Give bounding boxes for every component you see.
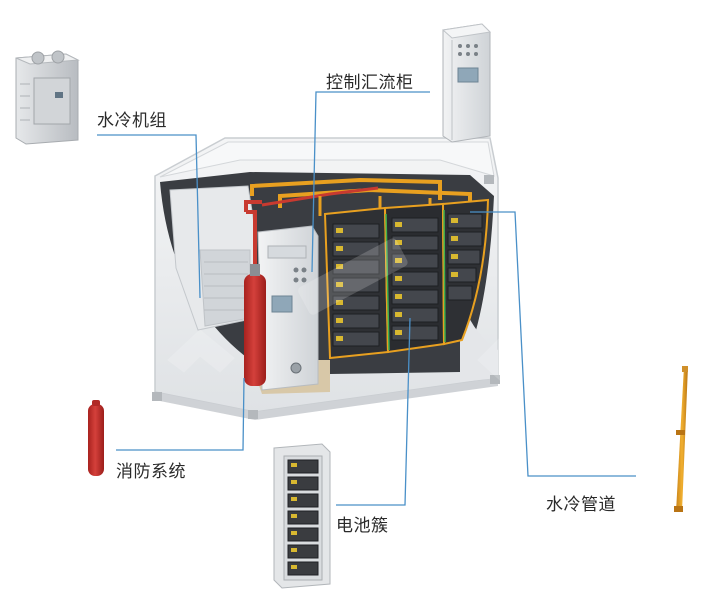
battery-racks-in-container (323, 198, 490, 360)
electrical-cabinet-icon (441, 23, 492, 143)
label-fire-system: 消防系统 (116, 462, 186, 482)
cooling-pipe-icon (674, 366, 688, 512)
control-cabinet-in-container (257, 225, 319, 391)
leader-fire-system (116, 377, 245, 451)
label-battery-cluster: 电池簇 (336, 516, 389, 536)
label-water-pipe: 水冷管道 (546, 495, 616, 515)
leader-lines (97, 91, 636, 506)
fire-extinguisher-cylinder-icon (88, 400, 104, 476)
leader-battery-cluster (336, 317, 411, 506)
label-control-cabinet: 控制汇流柜 (326, 73, 414, 93)
leader-water-pipe (470, 211, 636, 477)
watermark (167, 238, 521, 381)
leader-water-cooling-unit (97, 134, 201, 299)
battery-rack-icon (273, 443, 331, 589)
cooling-pipes-top (244, 177, 472, 216)
chiller-unit-icon (15, 50, 80, 145)
label-water-cooling-unit: 水冷机组 (97, 111, 167, 131)
fire-cylinder-in-container (244, 210, 266, 386)
leader-control-cabinet (311, 91, 430, 273)
